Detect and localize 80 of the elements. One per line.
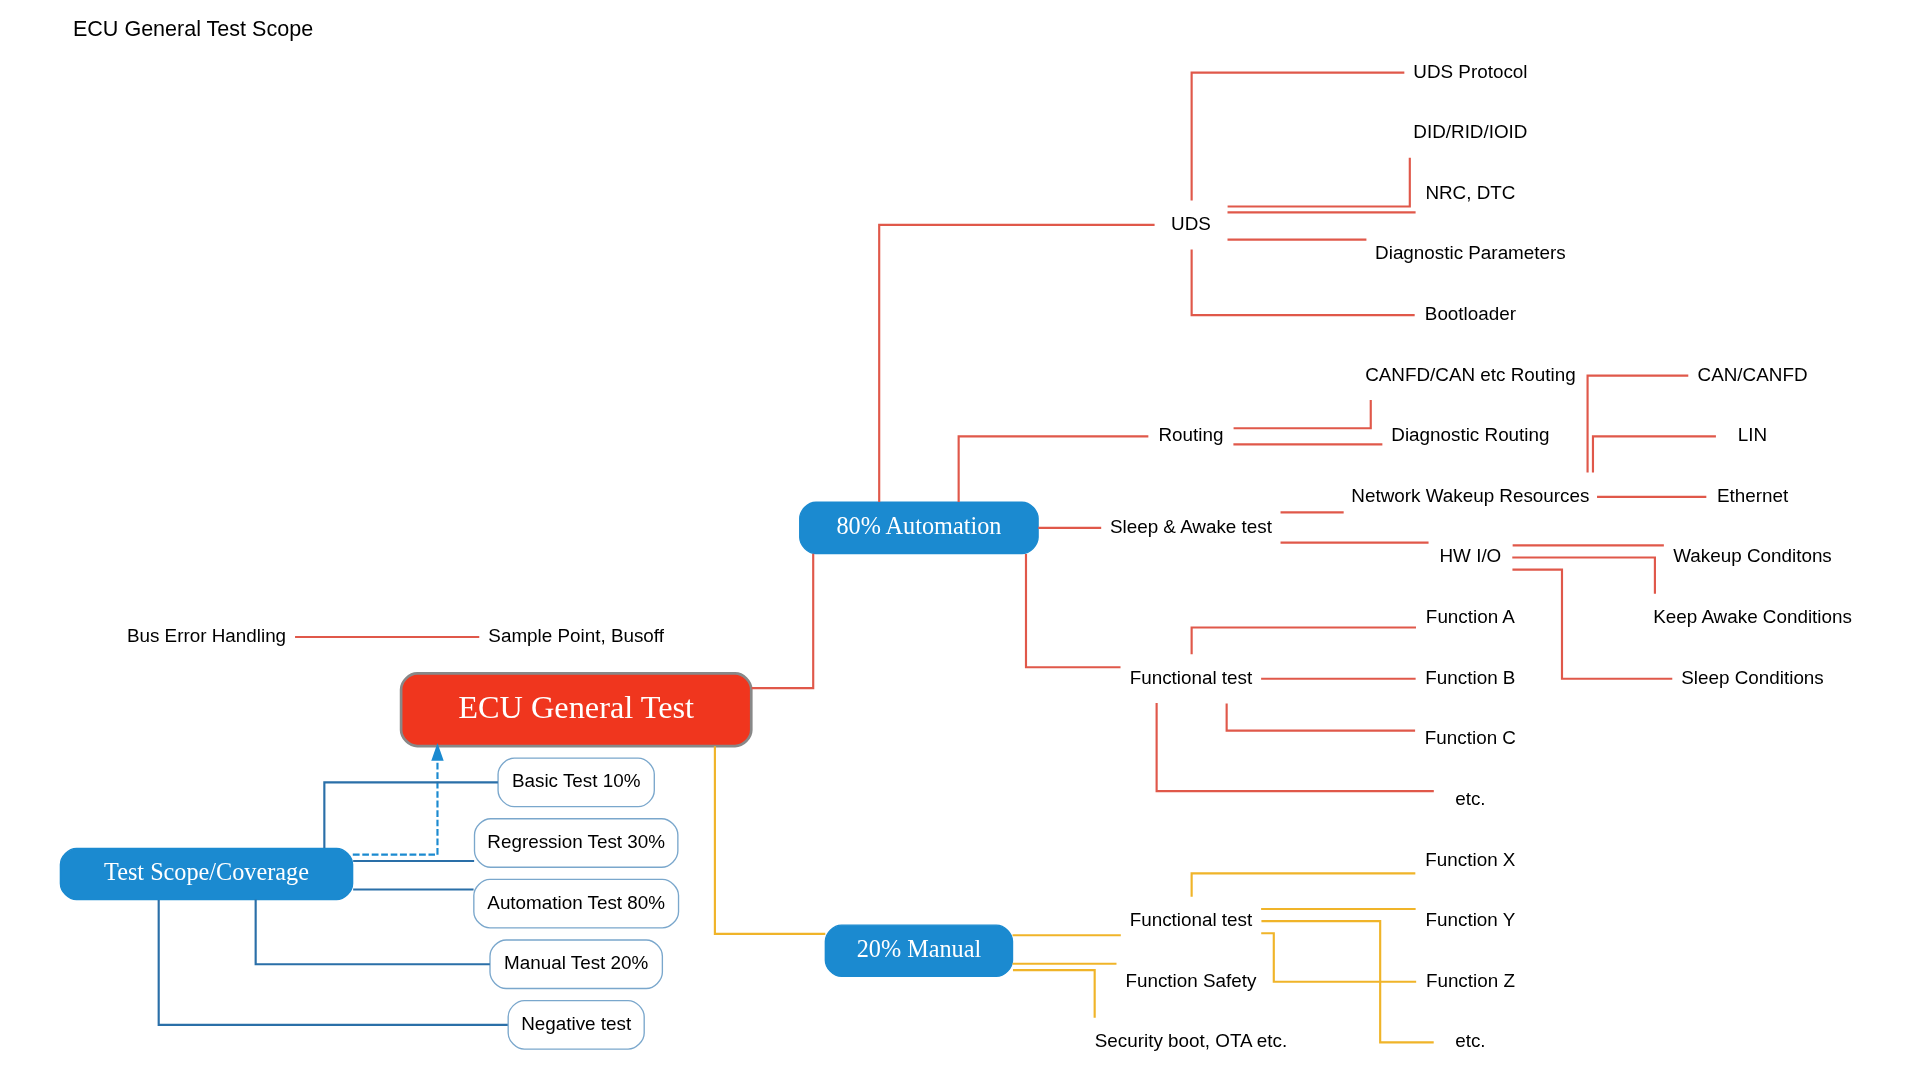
node-text: Function X <box>1425 848 1516 870</box>
connector <box>1227 211 1416 214</box>
connector <box>1512 568 1673 680</box>
node-text: NRC, DTC <box>1425 181 1516 203</box>
node-text: Sleep & Awake test <box>1109 515 1272 537</box>
node-box: Negative test <box>507 999 645 1050</box>
connector <box>751 553 815 690</box>
diagram-title: ECU General Test Scope <box>72 17 314 42</box>
connector <box>957 435 1149 502</box>
node-box: 80% Automation <box>799 501 1039 555</box>
connector <box>1233 400 1372 430</box>
node-text: Functional test <box>1129 666 1253 688</box>
node-box: 20% Manual <box>824 924 1014 977</box>
node-text: UDS <box>1171 212 1211 234</box>
connector <box>295 635 480 639</box>
node-box: Test Scope/Coverage <box>59 847 354 901</box>
node-text: etc. <box>1455 1030 1486 1052</box>
connector <box>1261 677 1416 680</box>
connector <box>353 888 474 891</box>
connector <box>1512 556 1656 594</box>
connector <box>1190 626 1416 655</box>
node-text: Function B <box>1425 666 1516 688</box>
connector <box>1586 374 1689 473</box>
node-text: Function A <box>1425 606 1515 628</box>
connector <box>713 746 826 935</box>
connector <box>1261 932 1417 983</box>
connector <box>1261 920 1434 1044</box>
connector <box>1512 544 1664 547</box>
connector <box>1012 934 1121 937</box>
connector <box>1190 249 1415 317</box>
connector <box>1280 541 1429 544</box>
node-text: Diagnostic Routing <box>1391 424 1550 446</box>
node-text: Function C <box>1424 727 1516 749</box>
node-text: Sleep Conditions <box>1681 666 1824 688</box>
connector <box>1155 703 1434 793</box>
node-box: Automation Test 80% <box>473 878 680 929</box>
connector <box>1591 435 1716 473</box>
node-box: Regression Test 30% <box>473 818 679 868</box>
node-text: Function Y <box>1425 909 1516 931</box>
connector <box>1280 511 1344 514</box>
connector <box>1225 703 1416 732</box>
node-box: ECU General Test <box>399 672 753 748</box>
node-text: Functional test <box>1129 909 1253 931</box>
node-text: Keep Awake Conditions <box>1653 606 1852 628</box>
connector <box>1024 554 1121 669</box>
connector <box>1038 526 1102 529</box>
node-text: Function Z <box>1425 969 1515 991</box>
node-text: CAN/CANFD <box>1697 363 1808 385</box>
connector <box>1190 71 1405 201</box>
connector <box>1233 443 1383 446</box>
arrow <box>352 743 444 856</box>
connector <box>254 899 490 966</box>
node-text: Sample Point, Busoff <box>488 624 664 646</box>
connector <box>323 781 498 848</box>
node-text: Ethernet <box>1716 484 1789 506</box>
node-text: Function Safety <box>1125 969 1257 991</box>
connector <box>1012 962 1117 965</box>
node-text: UDS Protocol <box>1413 60 1528 82</box>
connector <box>353 859 475 863</box>
node-text: Bootloader <box>1424 303 1516 325</box>
connector <box>1227 238 1367 241</box>
node-text: Routing <box>1158 424 1224 446</box>
node-text: Wakeup Conditons <box>1673 545 1832 567</box>
node-box: Manual Test 20% <box>489 939 664 990</box>
node-text: DID/RID/IOID <box>1413 121 1528 143</box>
node-text: Bus Error Handling <box>126 624 287 646</box>
connector <box>1012 968 1096 1018</box>
connector <box>878 223 1155 503</box>
node-text: Network Wakeup Resources <box>1351 484 1590 506</box>
node-text: etc. <box>1455 787 1486 809</box>
connector <box>157 899 508 1026</box>
node-text: CANFD/CAN etc Routing <box>1365 363 1576 385</box>
node-box: Basic Test 10% <box>497 757 655 808</box>
node-text: Diagnostic Parameters <box>1375 242 1566 264</box>
connector <box>1261 907 1416 911</box>
node-text: LIN <box>1737 424 1768 446</box>
node-text: Security boot, OTA etc. <box>1094 1030 1288 1052</box>
connector <box>1597 495 1707 498</box>
node-text: HW I/O <box>1439 545 1502 567</box>
connector <box>1227 157 1411 208</box>
